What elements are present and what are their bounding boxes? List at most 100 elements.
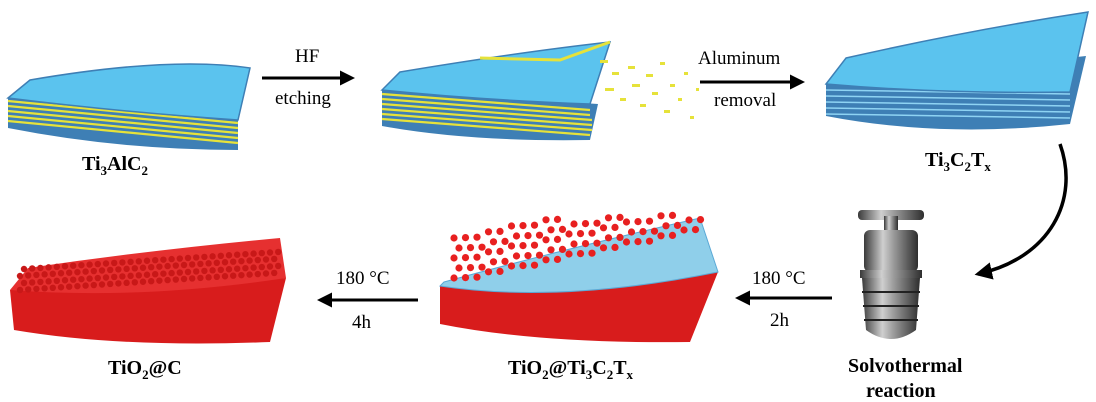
particle [570,220,578,228]
particle [581,220,590,228]
particle [184,254,192,262]
particle [148,264,155,271]
particle [143,257,151,264]
particle [107,266,114,274]
particle [524,252,532,260]
particle [172,262,179,269]
particle [489,238,498,246]
particle [685,216,693,224]
particle [558,225,567,233]
particle [111,259,118,267]
particle [696,216,705,224]
particle [135,272,142,279]
particle [662,222,670,230]
particle [205,274,212,281]
particle [496,247,504,255]
particle [197,260,204,268]
particle [205,260,212,267]
particle [78,275,85,283]
particle [484,248,493,256]
particle [271,255,278,263]
particle [473,253,481,261]
particle [98,281,106,288]
particle [507,242,516,250]
particle [143,271,151,278]
particle [478,243,486,251]
particle [230,272,237,279]
particle [37,264,44,272]
particle [668,211,677,219]
particle [66,283,73,290]
particle [673,221,682,229]
particle [25,272,32,279]
particle [20,265,28,273]
particle [588,249,596,257]
particle [78,261,85,269]
particle [553,255,562,263]
particle [645,237,654,245]
particle [57,284,65,291]
particle [127,272,134,280]
particle [622,238,631,246]
particle [156,277,163,284]
particle [535,251,544,259]
particle [622,218,631,226]
arrow4-top-label: 180 °C [336,268,390,289]
particle [127,258,134,266]
particle [466,244,475,252]
arrow4-bottom-label: 4h [352,312,372,333]
particle [455,264,463,272]
arrow2-top-label: Aluminum [698,48,781,69]
particle [496,267,504,275]
particle [57,270,65,277]
particle [82,282,89,289]
particle [107,280,114,288]
particle [119,273,126,280]
particle [519,222,527,230]
particle [168,269,175,277]
particle [94,274,102,282]
particle [657,212,665,220]
particle [238,257,245,265]
particle [123,265,130,273]
particle [258,263,265,271]
particle [254,270,261,278]
particle [45,264,52,271]
particle [33,285,40,293]
particle [234,251,241,258]
particle [189,261,196,268]
particle [593,239,601,247]
particle [90,281,98,289]
arrow3-top-label: 180 °C [752,268,806,289]
particle [530,241,539,249]
particle [201,267,208,275]
particle [37,278,44,286]
particle [53,277,60,284]
label-solvothermal: Solvothermal [848,355,963,377]
particle [558,245,567,253]
particle [242,264,249,272]
particle [599,244,608,252]
particle [473,273,481,281]
particle [553,215,562,223]
particle [16,272,24,280]
tio2-ti3c2tx-block [438,211,719,343]
particle [604,214,613,222]
particle [180,275,188,283]
arrow3-bottom-label: 2h [770,310,790,331]
label-tio2-c: TiO2@C [108,357,182,382]
particle [450,254,458,262]
particle [74,268,81,276]
particle [111,273,118,281]
particle [473,233,481,241]
particle [519,262,527,270]
particle [639,228,647,236]
particle [266,249,274,256]
particle [246,257,253,264]
particle [501,237,509,245]
particle [519,242,527,250]
particle [53,263,60,270]
particle [565,250,573,258]
particle [213,273,220,280]
